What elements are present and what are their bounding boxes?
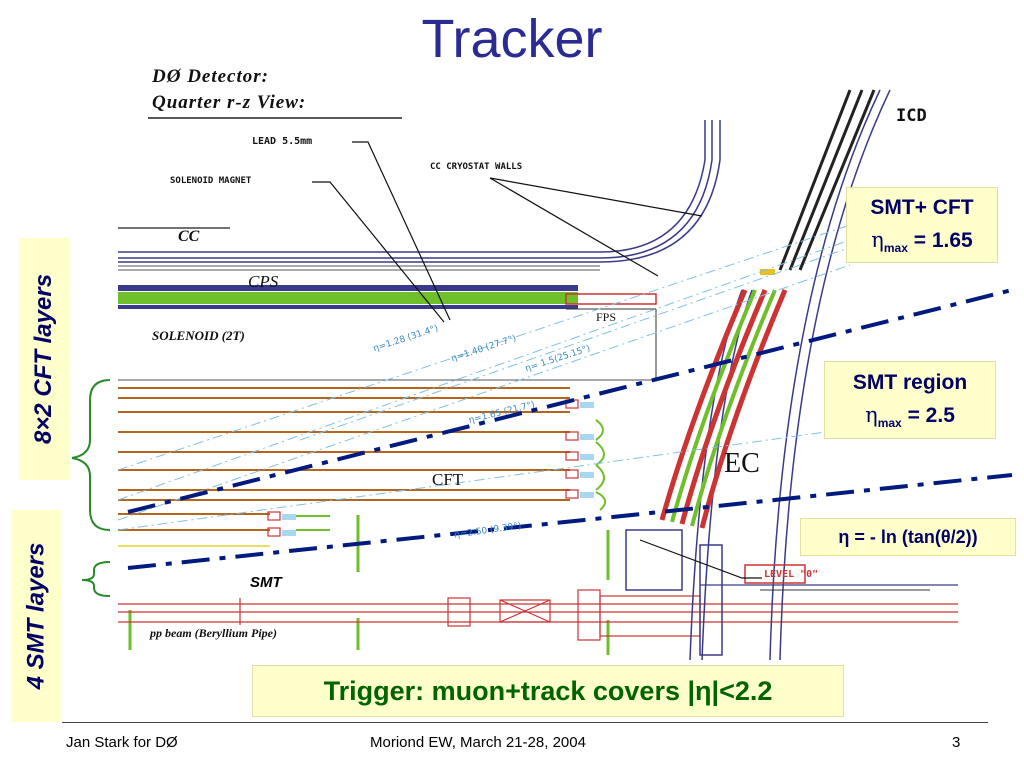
eta-definition-box: η = - ln (tan(θ/2)) bbox=[800, 518, 1016, 556]
cps-label: CPS bbox=[248, 272, 279, 291]
cc-cryostat-walls bbox=[118, 120, 721, 263]
footer-author: Jan Stark for DØ bbox=[66, 734, 178, 751]
fps-label: FPS bbox=[596, 310, 617, 324]
footer-page-number: 3 bbox=[952, 734, 961, 751]
smt-layers-label: 4 SMT layers bbox=[11, 510, 61, 722]
drawing-heading-line1: DØ Detector: bbox=[152, 66, 269, 87]
icd-wires bbox=[760, 89, 876, 275]
eta-subscript: max bbox=[877, 416, 902, 431]
solenoid-label: SOLENOID (2T) bbox=[152, 328, 245, 343]
icd-label: ICD bbox=[896, 106, 927, 126]
cft-label: CFT bbox=[432, 470, 464, 489]
cps-layer bbox=[118, 285, 657, 380]
footer-divider bbox=[62, 722, 988, 723]
beam-label: pp beam (Beryllium Pipe) bbox=[150, 626, 277, 640]
smt-cft-eta: ηmax = 1.65 bbox=[847, 224, 997, 264]
cc-label: CC bbox=[178, 228, 200, 245]
cft-layers-text: 8×2 CFT layers bbox=[30, 273, 58, 445]
trigger-box: Trigger: muon+track covers |η|<2.2 bbox=[252, 665, 844, 717]
page-title: Tracker bbox=[421, 9, 603, 69]
footer-conference: Moriond EW, March 21-28, 2004 bbox=[370, 734, 586, 751]
eta-subscript: max bbox=[883, 241, 908, 256]
eta-symbol: η bbox=[865, 403, 878, 427]
lead-label: LEAD 5.5mm bbox=[252, 136, 313, 147]
smt-region-box: SMT region ηmax = 2.5 bbox=[824, 361, 996, 439]
braces bbox=[71, 379, 111, 597]
smt-cft-value: = 1.65 bbox=[913, 229, 973, 252]
solenoid-magnet-label: SOLENOID MAGNET bbox=[170, 176, 252, 186]
smt-label: SMT bbox=[250, 574, 282, 591]
smt-layers-text: 4 SMT layers bbox=[22, 542, 49, 690]
cc-cryostat-label: CC CRYOSTAT WALLS bbox=[430, 162, 523, 172]
eta-lines-light bbox=[117, 224, 901, 531]
solenoid bbox=[118, 265, 656, 381]
drawing-heading-line2: Quarter r-z View: bbox=[152, 92, 307, 113]
eta-lines-dark bbox=[127, 288, 1013, 570]
smt-cft-box: SMT+ CFT ηmax = 1.65 bbox=[846, 187, 998, 263]
eta-symbol: η bbox=[871, 228, 884, 252]
beam-pipe bbox=[118, 584, 958, 641]
pointer-lines bbox=[312, 141, 762, 579]
ec-calorimeter bbox=[625, 89, 930, 661]
smt-cft-title: SMT+ CFT bbox=[870, 196, 974, 219]
smt-region-eta: ηmax = 2.5 bbox=[825, 399, 995, 440]
ec-label: EC bbox=[724, 448, 760, 479]
cft-layers bbox=[118, 387, 607, 537]
cft-layers-label: 8×2 CFT layers bbox=[19, 238, 69, 480]
smt-region-value: = 2.5 bbox=[907, 404, 955, 427]
smt-region-title: SMT region bbox=[852, 371, 968, 394]
level0-label: LEVEL "0" bbox=[764, 569, 819, 580]
